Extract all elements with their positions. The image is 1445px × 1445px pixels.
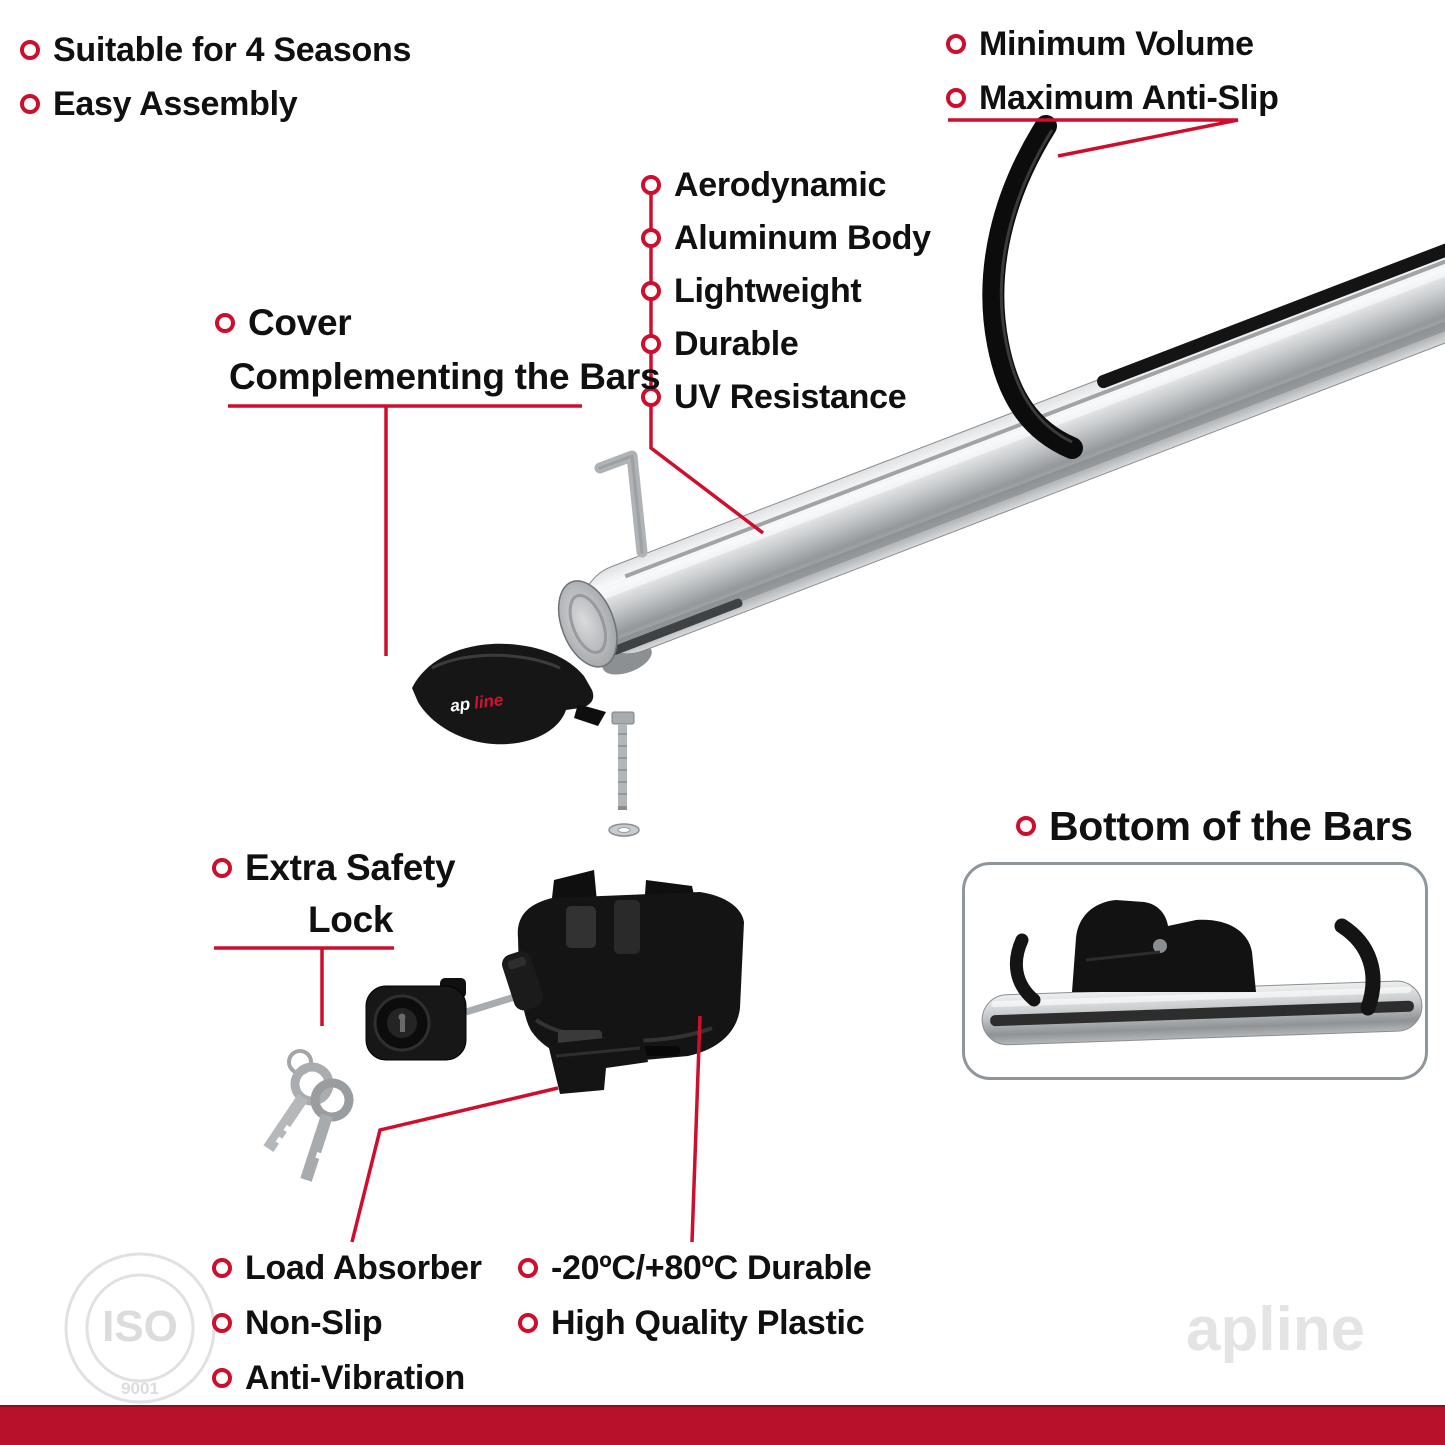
feature-list-bottom-right: -20ºC/+80ºC Durable High Quality Plastic	[518, 1250, 872, 1360]
footer-red-bar	[0, 1405, 1445, 1445]
feature-label: Durable	[674, 325, 799, 363]
bullet-icon	[946, 34, 966, 54]
feature-item: UV Resistance	[641, 378, 931, 416]
inset-title-label: Bottom of the Bars	[1049, 803, 1413, 849]
feature-item: Aluminum Body	[641, 219, 931, 257]
bullet-icon	[215, 313, 235, 333]
allen-key	[594, 450, 648, 558]
bullet-icon	[641, 281, 661, 301]
callout-subtitle: Complementing the Bars	[229, 356, 661, 397]
leader-load-absorber	[350, 1086, 559, 1243]
feature-label: -20ºC/+80ºC Durable	[551, 1249, 872, 1287]
clamp-plate	[548, 1030, 648, 1094]
cover-callout: Cover Complementing the Bars	[215, 300, 661, 400]
feature-item: Suitable for 4 Seasons	[20, 30, 411, 70]
feature-label: Load Absorber	[245, 1249, 482, 1287]
rubber-in-channel	[1097, 214, 1445, 389]
washer	[608, 823, 640, 837]
feature-item: Minimum Volume	[946, 24, 1279, 64]
brand-logo-prefix: ap	[449, 694, 471, 715]
bar-feature-list: Aerodynamic Aluminum Body Lightweight Du…	[641, 166, 931, 431]
bullet-icon	[20, 94, 40, 114]
feature-label: Aerodynamic	[674, 166, 887, 204]
feature-list-top-left: Suitable for 4 Seasons Easy Assembly	[20, 30, 411, 138]
inset-title: Bottom of the Bars	[1016, 802, 1413, 850]
feature-item: Lightweight	[641, 272, 931, 310]
feature-label: Maximum Anti-Slip	[979, 79, 1279, 117]
feature-item: Easy Assembly	[20, 84, 411, 124]
bullet-icon	[212, 858, 232, 878]
brand-logo: ap line	[449, 690, 504, 715]
feature-item: Maximum Anti-Slip	[946, 78, 1279, 118]
bullet-icon	[212, 1258, 232, 1278]
bar-bottom-slot	[610, 598, 743, 655]
callout-label: Cover	[248, 302, 352, 343]
bullet-icon	[212, 1313, 232, 1333]
keys	[263, 1049, 354, 1182]
inset-art	[981, 900, 1423, 1046]
bullet-icon	[641, 228, 661, 248]
feature-item: Non-Slip	[212, 1305, 482, 1341]
feature-label: Suitable for 4 Seasons	[53, 31, 412, 69]
bullet-icon	[641, 334, 661, 354]
safety-lock	[365, 951, 544, 1061]
bullet-icon	[946, 88, 966, 108]
feature-item: Durable	[641, 325, 931, 363]
cover-part: ap line	[412, 643, 606, 745]
leader-bar-features	[649, 185, 765, 535]
foot-clamp	[517, 870, 744, 1064]
bullet-icon	[641, 387, 661, 407]
feature-list-bottom-left: Load Absorber Non-Slip Anti-Vibration	[212, 1250, 482, 1415]
brand-watermark: apline	[1186, 1295, 1366, 1364]
callout-subtitle: Lock	[308, 899, 394, 940]
feature-item: Anti-Vibration	[212, 1360, 482, 1396]
keyhole	[400, 1018, 405, 1032]
feature-label: Anti-Vibration	[245, 1359, 465, 1397]
feature-item: -20ºC/+80ºC Durable	[518, 1250, 872, 1286]
feature-label: Minimum Volume	[979, 25, 1254, 63]
bullet-icon	[1016, 816, 1036, 836]
feature-label: Easy Assembly	[53, 85, 298, 123]
feature-item: High Quality Plastic	[518, 1305, 872, 1341]
callout-title: Extra Safety	[212, 845, 456, 891]
bullet-icon	[20, 40, 40, 60]
feature-item: Load Absorber	[212, 1250, 482, 1286]
leader-durable	[690, 1015, 702, 1243]
feature-label: Non-Slip	[245, 1304, 383, 1342]
feature-label: Aluminum Body	[674, 219, 931, 257]
bullet-icon	[518, 1313, 538, 1333]
bullet-icon	[212, 1368, 232, 1388]
leader-lines	[214, 118, 1239, 1243]
feature-item: Aerodynamic	[641, 166, 931, 204]
lock-callout: Extra Safety Lock	[212, 845, 456, 943]
feature-label: High Quality Plastic	[551, 1304, 865, 1342]
bullet-icon	[518, 1258, 538, 1278]
inset-strap-right	[1334, 918, 1381, 1016]
iso-number: 9001	[121, 1379, 159, 1398]
feature-list-top-right: Minimum Volume Maximum Anti-Slip	[946, 24, 1279, 132]
bullet-icon	[641, 175, 661, 195]
rubber-strip	[982, 115, 1083, 459]
feature-label: UV Resistance	[674, 378, 907, 416]
brand-logo-suffix: line	[473, 690, 504, 712]
iso-stamp: ISO 9001	[64, 1252, 216, 1404]
bolt	[611, 711, 635, 810]
callout-title: Cover	[215, 300, 660, 346]
leader-antislip	[948, 118, 1239, 158]
iso-text: ISO	[102, 1302, 178, 1351]
bar-end-cap	[557, 580, 618, 668]
feature-label: Lightweight	[674, 272, 862, 310]
callout-label: Extra Safety	[245, 847, 456, 888]
inset-strap-left	[1009, 933, 1041, 1007]
